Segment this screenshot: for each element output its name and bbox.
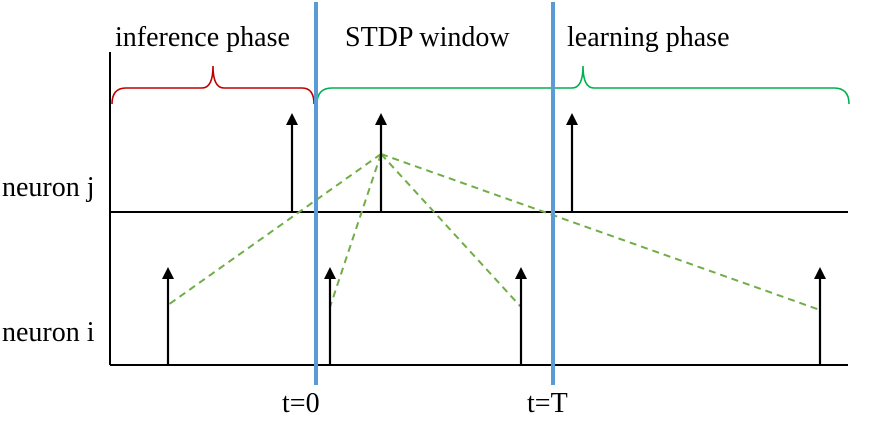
stdp-link [167, 153, 382, 306]
stdp-link [380, 153, 522, 308]
learning-phase-brace [316, 65, 850, 105]
learning-phase-label: learning phase [567, 22, 730, 53]
neuron-j-spike [566, 113, 578, 212]
neuron-j-spike [286, 113, 298, 212]
neuron-i-spikes [162, 267, 826, 365]
stdp-link [380, 153, 821, 311]
neuron-i-spike [515, 267, 527, 365]
tT-label: t=T [527, 388, 568, 419]
neuron-j-label: neuron j [2, 172, 95, 203]
t0-label: t=0 [282, 388, 320, 419]
neuron-j-spikes [286, 113, 578, 212]
stdp-window-label: STDP window [345, 22, 510, 53]
neuron-i-label: neuron i [2, 317, 95, 348]
neuron-i-spike [162, 267, 174, 365]
neuron-j-spike [375, 113, 387, 212]
inference-phase-label: inference phase [115, 22, 290, 53]
inference-phase-brace [111, 65, 315, 105]
stdp-links [167, 153, 821, 311]
neuron-i-spike [814, 267, 826, 365]
neuron-i-spike [324, 267, 336, 365]
stdp-link [329, 153, 382, 308]
